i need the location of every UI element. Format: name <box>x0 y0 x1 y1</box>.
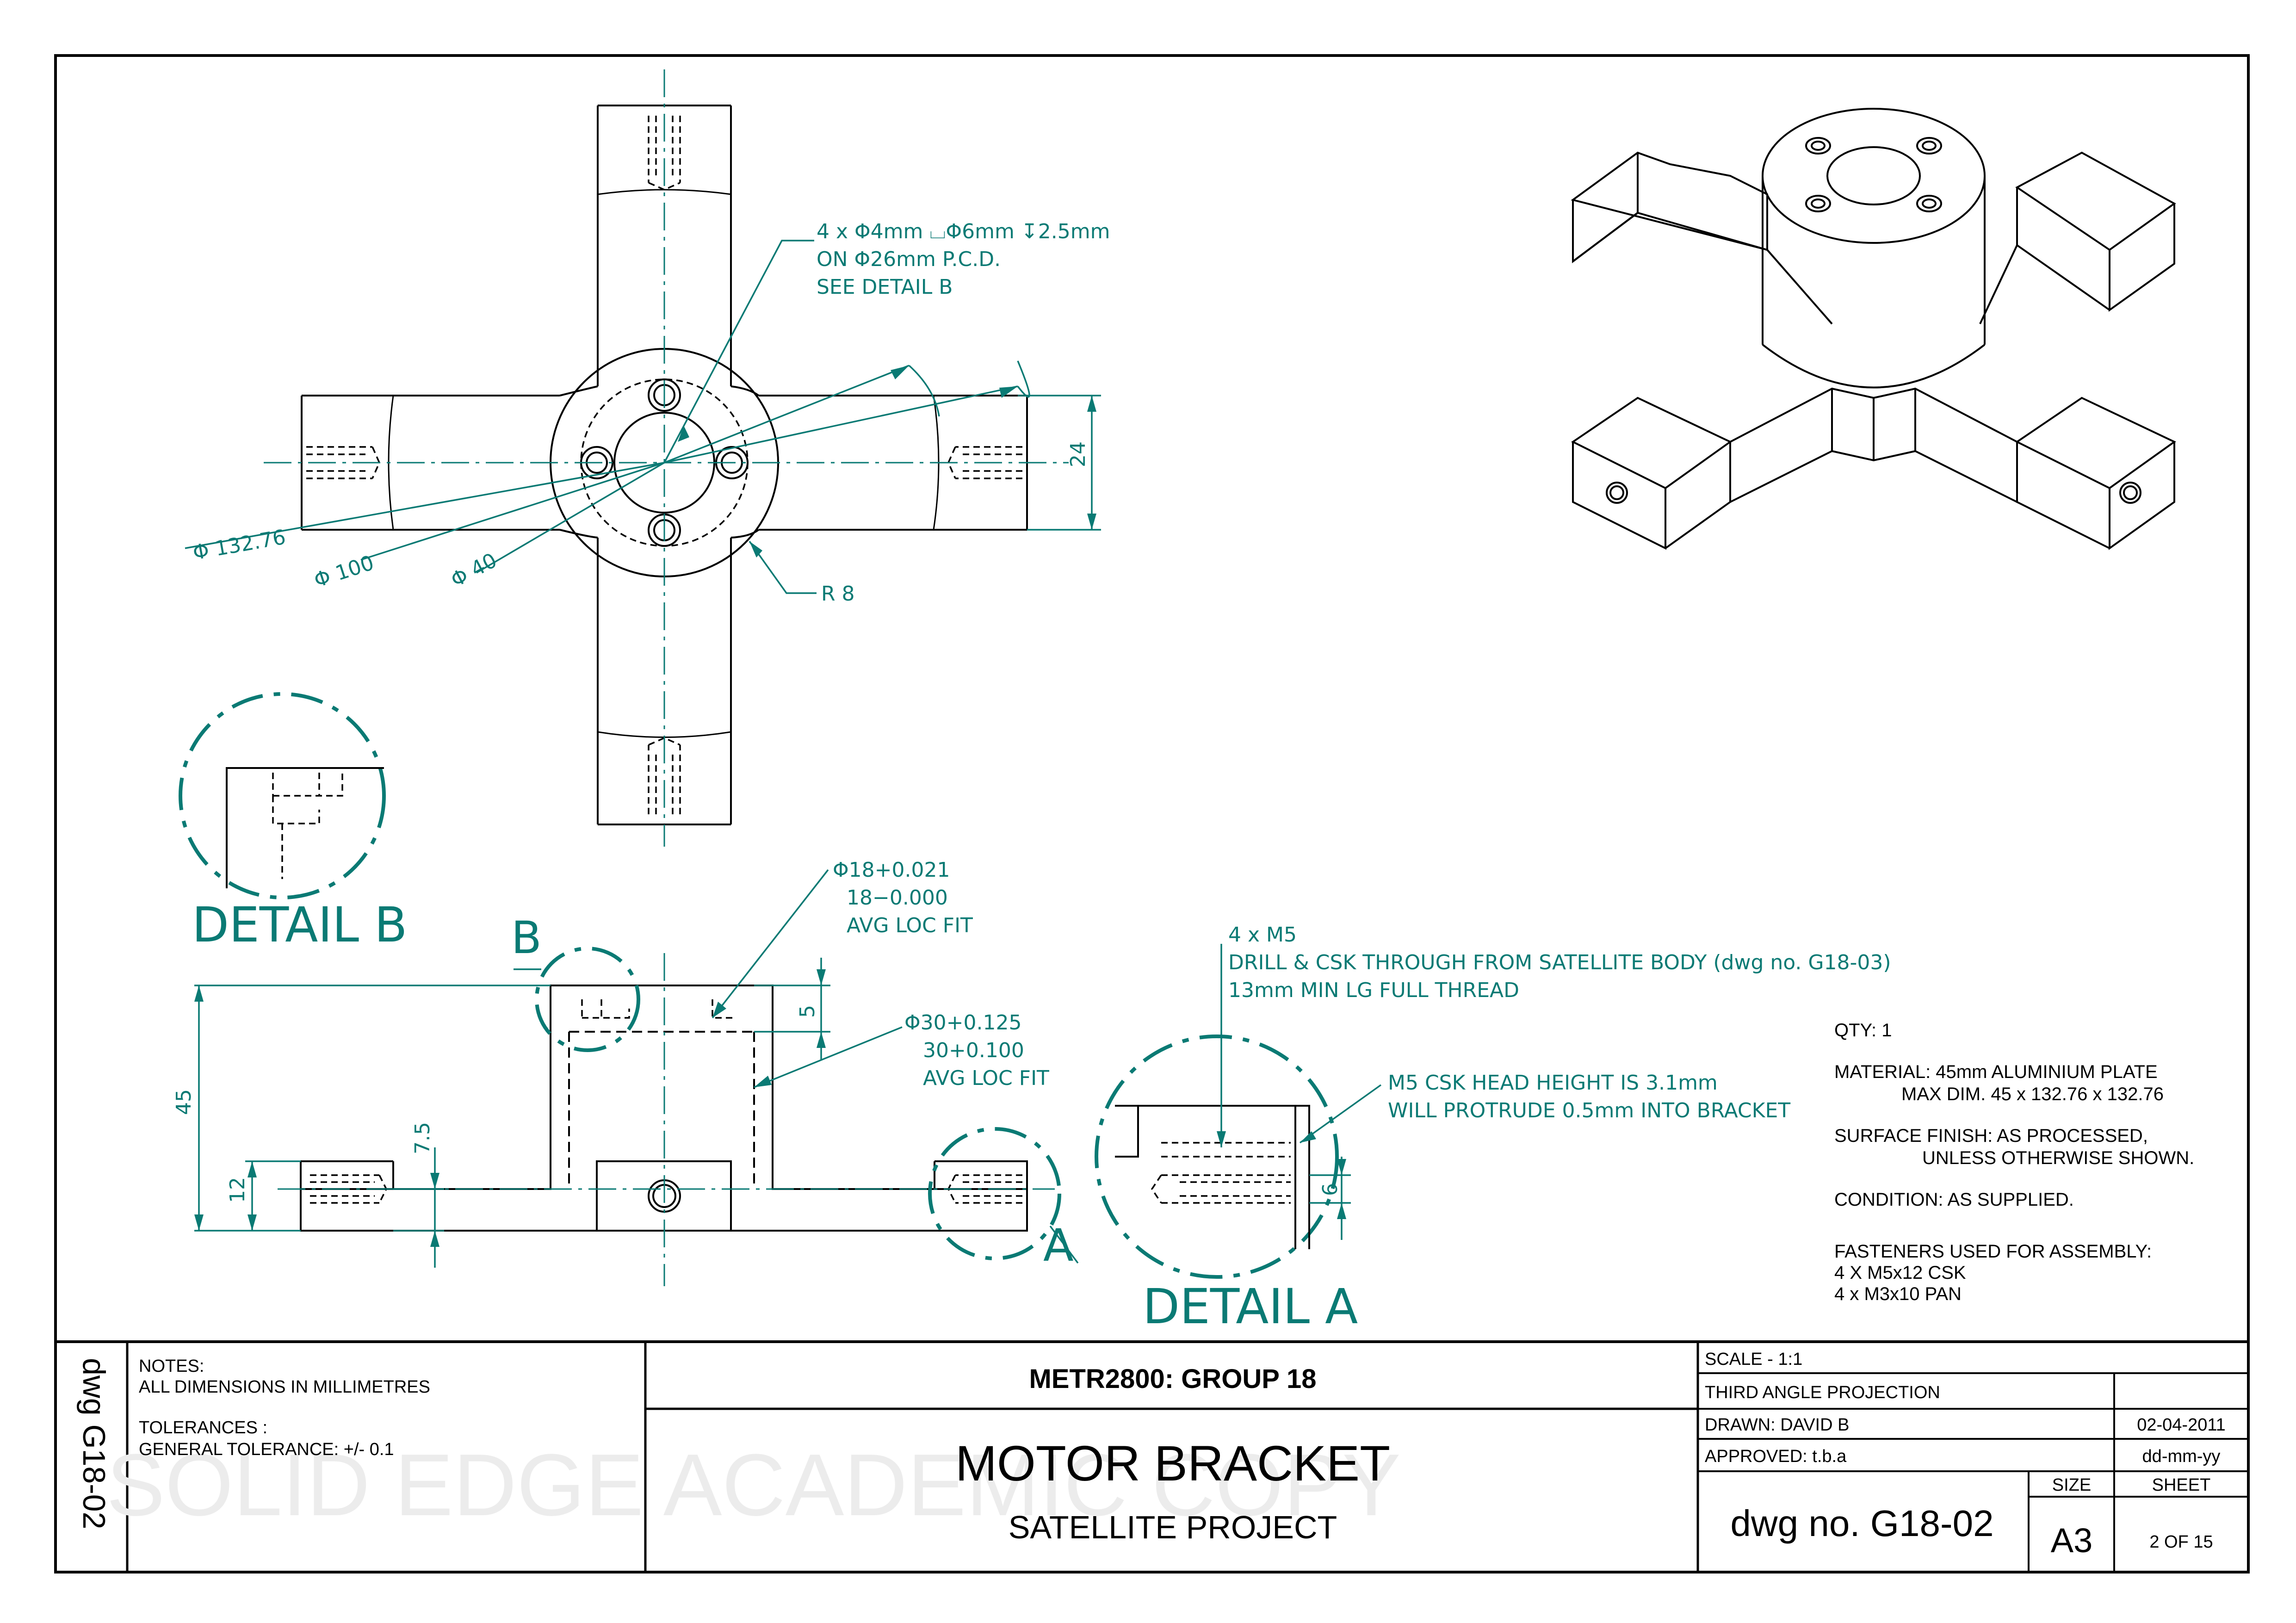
size-value: A3 <box>2051 1521 2093 1560</box>
detail-b-title: DETAIL B <box>192 897 407 953</box>
dim-depth-5: 5 <box>796 1005 819 1018</box>
detail-a-title: DETAIL A <box>1143 1278 1358 1335</box>
detail-a-note1-line2: DRILL & CSK THROUGH FROM SATELLITE BODY … <box>1228 951 1891 974</box>
part-name: MOTOR BRACKET <box>955 1435 1390 1491</box>
approved-date: dd-mm-yy <box>2142 1447 2221 1466</box>
notes-title: NOTES: <box>139 1357 204 1376</box>
dim-width-24: 24 <box>1066 441 1090 467</box>
callout-holes-line2: ON Φ26mm P.C.D. <box>817 248 1001 271</box>
dwg-number: dwg no. G18-02 <box>1730 1503 1993 1544</box>
note-fastener-1: 4 X M5x12 CSK <box>1834 1263 1966 1283</box>
dim-dia-100: Φ 100 <box>311 551 377 592</box>
callout-bore-line2: 18−0.000 <box>847 886 948 910</box>
dim-height-45: 45 <box>172 1089 196 1115</box>
watermark: SOLID EDGE ACADEMIC COPY <box>106 1436 1401 1534</box>
dim-dia-40: Φ 40 <box>447 549 501 592</box>
note-material-line2: MAX DIM. 45 x 132.76 x 132.76 <box>1901 1084 2164 1104</box>
sheet-border <box>54 54 2250 1573</box>
sheet-value: 2 OF 15 <box>2149 1532 2213 1552</box>
side-dwg-number: dwg G18-02 <box>76 1358 111 1529</box>
dim-height-7-5: 7.5 <box>411 1122 434 1154</box>
callout-holes-line1: 4 x Φ4mm ⌴Φ6mm ↧2.5mm <box>817 220 1110 243</box>
detail-a-note2-line1: M5 CSK HEAD HEIGHT IS 3.1mm <box>1388 1071 1718 1095</box>
projection: THIRD ANGLE PROJECTION <box>1705 1383 1940 1402</box>
dim-dia-132: Φ 132.76 <box>191 525 287 564</box>
notes-units: ALL DIMENSIONS IN MILLIMETRES <box>139 1377 430 1397</box>
note-condition: CONDITION: AS SUPPLIED. <box>1834 1189 2074 1210</box>
sheet-label: SHEET <box>2152 1475 2211 1495</box>
note-material-line1: MATERIAL: 45mm ALUMINIUM PLATE <box>1834 1062 2158 1082</box>
plan-view <box>185 69 1101 847</box>
detail-a-view <box>1095 944 1382 1279</box>
approved-by: APPROVED: t.b.a <box>1705 1447 1847 1466</box>
detail-a-marker: A <box>1043 1220 1074 1271</box>
callout-bore-line1: Φ18+0.021 <box>833 858 950 882</box>
project-name: SATELLITE PROJECT <box>1009 1509 1337 1545</box>
tolerances-title: TOLERANCES : <box>139 1418 267 1437</box>
dim-6: 6 <box>1318 1183 1342 1196</box>
detail-a-note2-line2: WILL PROTRUDE 0.5mm INTO BRACKET <box>1388 1099 1790 1122</box>
size-label: SIZE <box>2052 1475 2091 1495</box>
title-block <box>56 1340 2248 1572</box>
side-view <box>194 869 1079 1286</box>
note-fastener-2: 4 x M3x10 PAN <box>1834 1284 1962 1304</box>
scale: SCALE - 1:1 <box>1705 1350 1802 1369</box>
drawn-by: DRAWN: DAVID B <box>1705 1415 1849 1435</box>
course-group: METR2800: GROUP 18 <box>1029 1364 1316 1394</box>
note-qty: QTY: 1 <box>1834 1020 1892 1041</box>
dim-radius-8: R 8 <box>821 582 855 606</box>
drawn-date: 02-04-2011 <box>2137 1415 2226 1435</box>
detail-a-note1-line3: 13mm MIN LG FULL THREAD <box>1228 979 1519 1002</box>
note-finish-line1: SURFACE FINISH: AS PROCESSED, <box>1834 1126 2148 1146</box>
tolerances-value: GENERAL TOLERANCE: +/- 0.1 <box>139 1440 394 1459</box>
note-finish-line2: UNLESS OTHERWISE SHOWN. <box>1922 1148 2194 1168</box>
callout-boss-line2: 30+0.100 <box>923 1039 1024 1062</box>
callout-boss-line1: Φ30+0.125 <box>904 1011 1021 1035</box>
detail-b-view <box>179 692 386 899</box>
callout-bore-line3: AVG LOC FIT <box>847 914 973 937</box>
general-notes: QTY: 1 MATERIAL: 45mm ALUMINIUM PLATE MA… <box>1834 1020 2194 1304</box>
detail-b-marker: B <box>511 912 542 964</box>
callout-holes-line3: SEE DETAIL B <box>817 275 953 299</box>
isometric-view <box>1571 108 2176 550</box>
note-fasteners-title: FASTENERS USED FOR ASSEMBLY: <box>1834 1241 2152 1262</box>
callout-boss-line3: AVG LOC FIT <box>923 1066 1049 1090</box>
dim-height-12: 12 <box>226 1177 249 1203</box>
detail-a-note1-line1: 4 x M5 <box>1228 923 1297 947</box>
